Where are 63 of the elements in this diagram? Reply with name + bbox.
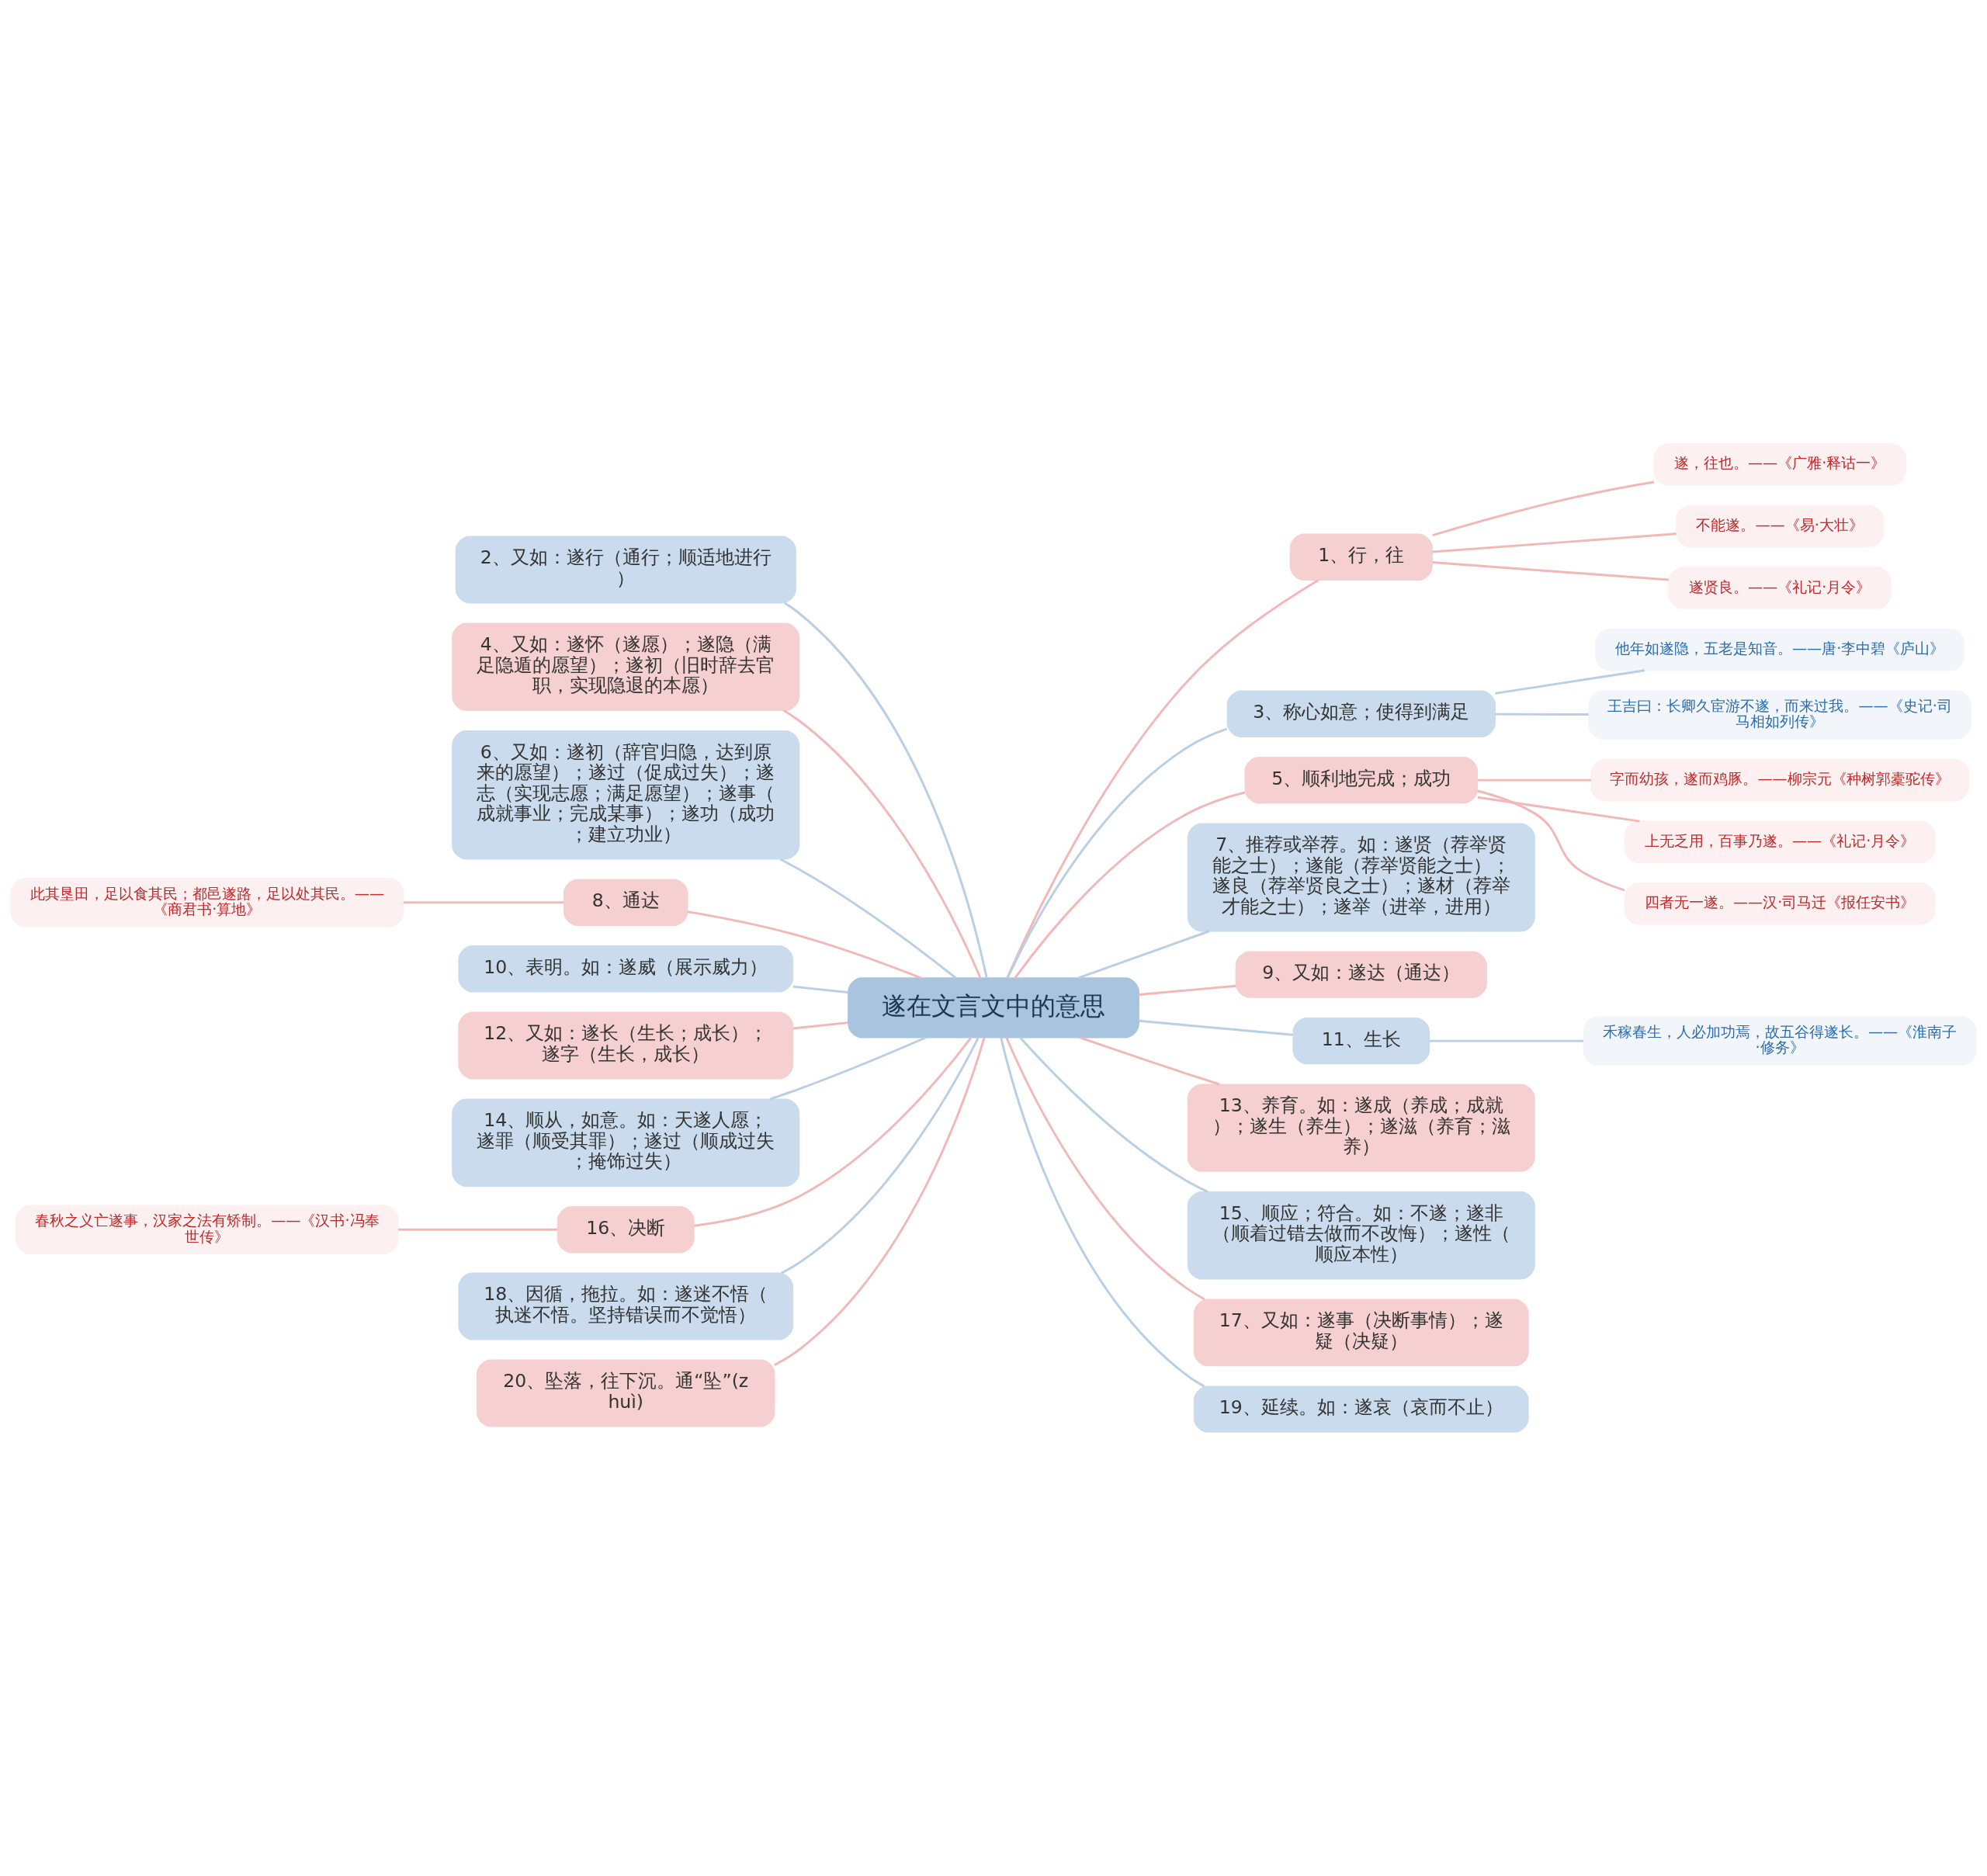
connector xyxy=(1000,1037,1205,1388)
node-box: 19、延续。如：遂哀（哀而不止） xyxy=(1193,1385,1529,1433)
node-box: 18、因循，拖拉。如：遂迷不悟（执迷不悟。坚持错误而不觉悟） xyxy=(458,1272,794,1340)
node-box: 遂，往也。——《广雅·释诂一》 xyxy=(1653,443,1906,486)
node-box: 12、又如：遂长（生长；成长）；遂字（生长，成长） xyxy=(458,1011,794,1080)
connector xyxy=(1006,579,1319,979)
connector xyxy=(782,709,982,979)
node-box: 1、行，往 xyxy=(1289,533,1433,581)
node-box: 字而幼孩，遂而鸡豚。——柳宗元《种树郭橐驼传》 xyxy=(1590,758,1969,802)
node-box: 15、顺应；符合。如：不遂；遂非（顺着过错去做而不改悔）；遂性（顺应本性） xyxy=(1187,1191,1535,1280)
connector xyxy=(774,1037,986,1366)
connector xyxy=(1079,1036,1220,1086)
connector xyxy=(1005,1037,1205,1301)
node-box: 7、推荐或举荐。如：遂贤（荐举贤能之士）；遂能（荐举贤能之士）；遂良（荐举贤良之士）；遂材（荐举才能之士）；遂举（进举，进用） xyxy=(1187,823,1535,932)
connector xyxy=(1477,796,1640,823)
connector xyxy=(1495,713,1589,716)
node-box: 17、又如：遂事（决断事情）；遂疑（决疑） xyxy=(1193,1299,1529,1367)
node-box: 14、顺从，如意。如：天遂人愿；遂罪（顺受其罪）；遂过（顺成过失；掩饰过失） xyxy=(452,1098,800,1187)
node-box: 3、称心如意；使得到满足 xyxy=(1226,690,1496,737)
node-box: 4、又如：遂怀（遂愿）；遂隐（满足隐遁的愿望）；遂初（旧时辞去官职，实现隐退的本愿） xyxy=(452,622,800,711)
connector xyxy=(1432,561,1669,581)
node-box: 2、又如：遂行（通行；顺适地进行） xyxy=(455,536,796,604)
node-box: 9、又如：遂达（通达） xyxy=(1235,951,1487,998)
node-box: 不能遂。——《易·大壮》 xyxy=(1676,505,1885,548)
connector xyxy=(1139,1019,1293,1036)
connector xyxy=(792,985,848,994)
connector xyxy=(792,1021,848,1030)
node-box: 四者无一遂。——汉·司马迁《报任安书》 xyxy=(1624,883,1936,925)
node-box: 春秋之义亡遂事，汉家之法有矫制。——《汉书·冯奉世传》 xyxy=(16,1205,399,1254)
node-box: 16、决断 xyxy=(557,1206,695,1254)
node-box: 20、坠落，往下沉。通“坠”(zhuì) xyxy=(476,1359,775,1427)
node-box: 他年如遂隐，五老是知音。——唐·李中碧《庐山》 xyxy=(1595,628,1965,671)
connector xyxy=(398,1228,558,1231)
connector xyxy=(1139,984,1236,996)
node-box: 13、养育。如：遂成（养成；成就）；遂生（养生）；遂滋（养育；滋养） xyxy=(1187,1084,1535,1172)
connector xyxy=(1495,669,1645,695)
connector xyxy=(687,910,922,980)
node-box: 遂在文言文中的意思 xyxy=(848,977,1139,1039)
connector xyxy=(1477,789,1625,892)
connector xyxy=(1019,1036,1208,1193)
connector xyxy=(1430,1039,1583,1042)
node-box: 禾稼春生，人必加功焉，故五谷得遂长。——《淮南子·修务》 xyxy=(1583,1016,1977,1066)
connector xyxy=(779,858,957,980)
connector xyxy=(1477,778,1591,782)
node-box: 遂贤良。——《礼记·月令》 xyxy=(1668,567,1892,609)
connector xyxy=(694,1037,972,1227)
node-box: 6、又如：遂初（辞官归隐，达到原来的愿望）；遂过（促成过失）；遂志（实现志愿；满足愿望）；遂事（成就事业；完成某事）；遂功（成功；建立功业） xyxy=(452,730,800,860)
connector xyxy=(1006,727,1228,979)
connector xyxy=(784,602,988,978)
node-box: 11、生长 xyxy=(1292,1017,1430,1065)
node-box: 上无乏用，百事乃遂。——《礼记·月令》 xyxy=(1624,820,1936,863)
connector xyxy=(1432,480,1655,537)
connector xyxy=(403,901,564,904)
node-box: 此其垦田，足以食其民；都邑遂路，足以处其民。——《商君书·算地》 xyxy=(10,878,404,928)
connector xyxy=(780,1037,980,1274)
node-box: 10、表明。如：遂威（展示威力） xyxy=(458,945,794,993)
connector xyxy=(1432,532,1677,553)
connector xyxy=(1014,791,1246,979)
node-box: 王吉曰：长卿久宦游不遂，而来过我。——《史记·司马相如列传》 xyxy=(1588,690,1971,740)
connector xyxy=(769,1036,927,1101)
node-box: 8、通达 xyxy=(563,879,688,927)
node-box: 5、顺利地完成；成功 xyxy=(1244,756,1479,804)
connector xyxy=(1077,930,1210,980)
